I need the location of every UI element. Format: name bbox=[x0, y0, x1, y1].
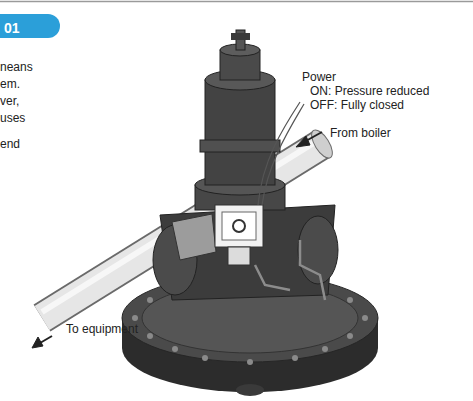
body-text: end bbox=[0, 137, 20, 151]
solenoid-valve bbox=[172, 205, 263, 265]
step-number: 01 bbox=[4, 20, 20, 36]
flow-label: To equipment bbox=[66, 322, 138, 336]
flow-arrow bbox=[32, 132, 322, 348]
body-text: uses bbox=[0, 111, 25, 125]
pilot-tube bbox=[255, 240, 325, 300]
power-wire bbox=[258, 102, 304, 205]
valve-body bbox=[153, 175, 338, 300]
power-state: OFF: Fully closed bbox=[310, 98, 404, 112]
flow-label: From boiler bbox=[330, 126, 391, 140]
body-text: ver, bbox=[0, 94, 19, 108]
top-rule bbox=[0, 1, 473, 3]
step-badge: 01 bbox=[0, 14, 60, 38]
power-label: Power bbox=[302, 70, 336, 84]
body-text: em. bbox=[0, 77, 20, 91]
power-state: ON: Pressure reduced bbox=[310, 84, 429, 98]
body-text: neans bbox=[0, 60, 33, 74]
pipe bbox=[42, 127, 336, 318]
